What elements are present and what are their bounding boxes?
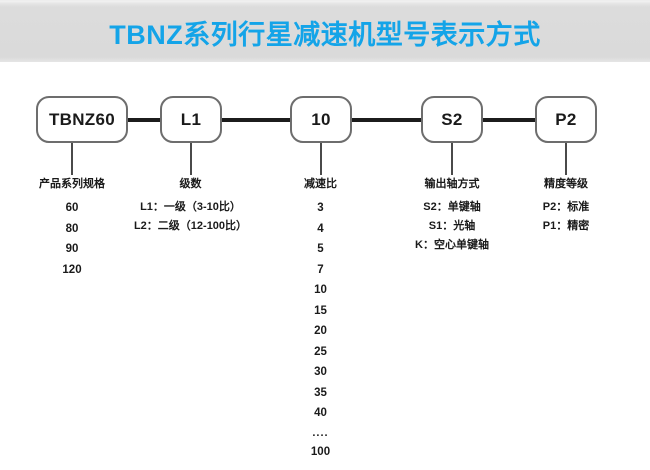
legend-column-series: 产品系列规格 60 80 90 120 xyxy=(2,175,142,280)
legend-item: 100 xyxy=(310,445,331,458)
legend-item-ellipsis: .... xyxy=(312,426,329,439)
connector-line xyxy=(352,118,421,122)
legend-item: 20 xyxy=(314,325,327,337)
drop-line xyxy=(71,143,73,175)
legend-item: 60 xyxy=(65,202,79,214)
legend-column-precision: 精度等级 P2：标准 P1：精密 xyxy=(500,175,632,236)
code-box-ratio: 10 xyxy=(290,96,352,143)
connector-line xyxy=(483,118,535,122)
legend-item: 10 xyxy=(314,284,327,296)
code-box-stage: L1 xyxy=(160,96,222,143)
legend-item: 80 xyxy=(65,222,79,235)
drop-line xyxy=(320,143,322,175)
legend-item: P2：标准 xyxy=(542,201,590,213)
page-title: TBNZ系列行星减速机型号表示方式 xyxy=(109,20,541,50)
legend-item: 30 xyxy=(314,366,327,378)
legend-item: 3 xyxy=(317,202,324,214)
legend-item: 90 xyxy=(65,243,79,255)
legend-item: 4 xyxy=(317,222,324,235)
legend-item: 35 xyxy=(314,386,327,399)
legend-item: 15 xyxy=(314,304,327,317)
legend-column-stage: 级数 L1：一级（3-10比） L2：二级（12-100比） xyxy=(118,175,263,236)
code-box-shaft: S2 xyxy=(421,96,483,143)
title-banner: TBNZ系列行星减速机型号表示方式 xyxy=(0,0,650,62)
legend-item: 25 xyxy=(314,345,327,358)
legend-item: S2：单键轴 xyxy=(423,201,481,213)
code-box-series: TBNZ60 xyxy=(36,96,128,143)
legend-item: P1：精密 xyxy=(542,220,590,232)
legend-item: 5 xyxy=(317,243,324,255)
legend-title: 精度等级 xyxy=(544,178,588,190)
code-box-precision: P2 xyxy=(535,96,597,143)
connector-line xyxy=(128,118,160,122)
legend-item: L1：一级（3-10比） xyxy=(140,201,241,213)
legend-item: L2：二级（12-100比） xyxy=(133,220,248,232)
legend-item: K：空心单键轴 xyxy=(415,239,489,251)
drop-line xyxy=(190,143,192,175)
legend-item: 120 xyxy=(62,263,82,276)
legend-title: 级数 xyxy=(179,178,202,190)
legend-item: 7 xyxy=(317,263,324,276)
drop-line xyxy=(451,143,453,175)
legend-item: S1：光轴 xyxy=(428,220,476,232)
legend-column-shaft: 输出轴方式 S2：单键轴 S1：光轴 K：空心单键轴 xyxy=(382,175,522,255)
legend-item: 40 xyxy=(314,407,327,419)
legend-column-ratio: 减速比 3 4 5 7 10 15 20 25 30 35 40 .... 10… xyxy=(268,175,373,462)
model-code-diagram: TBNZ60 L1 10 S2 P2 产品系列规格 60 80 90 120 级… xyxy=(0,62,650,470)
legend-title: 输出轴方式 xyxy=(424,178,480,190)
drop-line xyxy=(565,143,567,175)
legend-title: 减速比 xyxy=(304,178,337,190)
legend-title: 产品系列规格 xyxy=(39,178,105,190)
connector-line xyxy=(222,118,290,122)
